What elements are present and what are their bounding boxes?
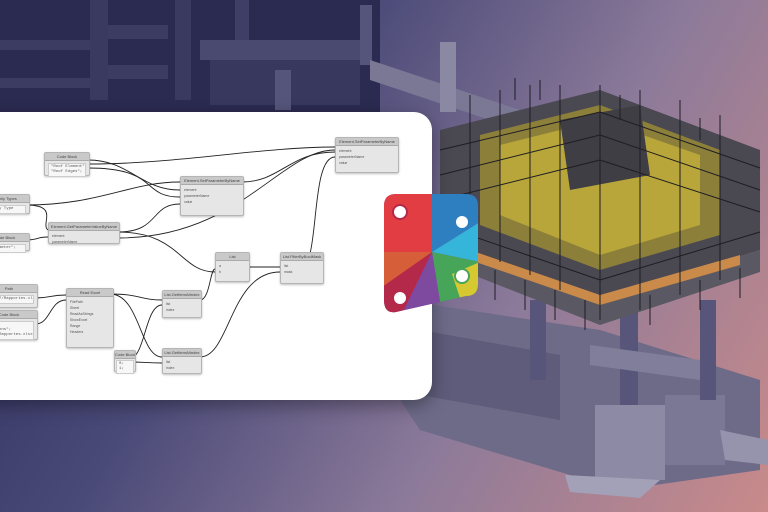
code-block-text[interactable]: "Parameter"; bbox=[0, 244, 26, 253]
node-title: Code Block bbox=[0, 311, 37, 319]
dynamo-graph-panel: Code Block "Roof Element"; "Roof Edges";… bbox=[0, 112, 432, 400]
input-port[interactable]: ReadAsStrings bbox=[70, 312, 94, 316]
input-port[interactable]: value bbox=[339, 161, 348, 165]
wire bbox=[301, 156, 336, 268]
code-block-node[interactable]: Code Block "Parameter"; bbox=[0, 233, 30, 253]
input-port[interactable]: mask bbox=[284, 270, 293, 274]
element-set-parameter-node[interactable]: Element.SetParameterByName element param… bbox=[335, 137, 399, 173]
graph-wires bbox=[25, 146, 336, 364]
wire bbox=[87, 167, 181, 198]
family-types-node[interactable]: Family Types Family Type bbox=[0, 194, 30, 214]
wire bbox=[109, 293, 163, 301]
node-title: List bbox=[216, 253, 249, 261]
wire bbox=[25, 181, 181, 206]
input-port[interactable]: element bbox=[339, 149, 352, 153]
input-port[interactable]: list bbox=[166, 302, 171, 306]
input-port[interactable]: element bbox=[52, 234, 65, 238]
dynamo-logo-icon bbox=[384, 194, 478, 313]
list-create-node[interactable]: List a b bbox=[215, 252, 250, 282]
input-port[interactable]: Sheet bbox=[70, 306, 80, 310]
node-title: Element.GetParameterValueByName bbox=[49, 223, 119, 231]
input-port[interactable]: list bbox=[284, 264, 289, 268]
code-block-text[interactable]: "Roof Element"; "Roof Edges"; bbox=[48, 163, 86, 177]
input-port[interactable]: list bbox=[166, 360, 171, 364]
wire bbox=[25, 204, 49, 231]
read-excel-node[interactable]: Read Excel FilePath Sheet ReadAsStrings … bbox=[66, 288, 114, 348]
concrete-building-left bbox=[0, 0, 380, 112]
scaffold-lines bbox=[439, 78, 761, 330]
node-title: Element.SetParameterByName bbox=[336, 138, 398, 146]
input-port[interactable]: parameterName bbox=[52, 240, 78, 244]
node-title: Code Block bbox=[115, 351, 135, 359]
input-port[interactable]: a bbox=[219, 264, 221, 268]
input-port[interactable]: FilePath bbox=[70, 300, 83, 304]
wire bbox=[199, 271, 281, 358]
node-title: List.GetItemAtIndex bbox=[163, 349, 201, 357]
input-port[interactable]: index bbox=[166, 366, 175, 370]
input-port[interactable]: element bbox=[184, 188, 197, 192]
wire bbox=[35, 299, 67, 325]
input-port[interactable]: ShowExcel bbox=[70, 318, 88, 322]
wire bbox=[117, 203, 181, 233]
input-port[interactable]: value bbox=[184, 200, 193, 204]
input-port[interactable]: parameterName bbox=[339, 155, 365, 159]
list-get-item-node[interactable]: List.GetItemAtIndex list index bbox=[162, 290, 202, 318]
node-title: List.FilterByBoolMask bbox=[281, 253, 323, 261]
code-block-node[interactable]: Code Block "Roof Element"; "Roof Edges"; bbox=[44, 152, 90, 177]
list-get-item-node[interactable]: List.GetItemAtIndex list index bbox=[162, 348, 202, 374]
code-block-node[interactable]: Code Block 0; 1; bbox=[114, 350, 136, 374]
file-path-node[interactable]: Path ...dxf/Rapportes.xlsx bbox=[0, 284, 38, 308]
input-port[interactable]: Range bbox=[70, 324, 81, 328]
node-title: Element.SetParameterByName bbox=[181, 177, 243, 185]
wire bbox=[117, 231, 216, 273]
input-port[interactable]: Headers bbox=[70, 330, 84, 334]
code-block-text[interactable]: 0; "Lessons"; "PathRapportes.xlsx"; bbox=[0, 321, 34, 340]
list-filter-node[interactable]: List.FilterByBoolMask list mask bbox=[280, 252, 324, 284]
node-title: List.GetItemAtIndex bbox=[163, 291, 201, 299]
code-block-text[interactable]: 0; 1; bbox=[116, 360, 134, 374]
node-title: Family Types bbox=[0, 195, 29, 203]
family-type-dropdown[interactable]: Family Type bbox=[0, 205, 26, 214]
input-port[interactable]: parameterName bbox=[184, 194, 210, 198]
wire bbox=[35, 294, 67, 299]
code-block-node[interactable]: Code Block 0; "Lessons"; "PathRapportes.… bbox=[0, 310, 38, 340]
node-title: Path bbox=[0, 285, 37, 293]
input-port[interactable]: index bbox=[166, 308, 175, 312]
node-title: Read Excel bbox=[67, 289, 113, 297]
concrete-base bbox=[400, 295, 768, 498]
node-title: Code Block bbox=[45, 153, 89, 161]
file-path-value[interactable]: ...dxf/Rapportes.xlsx bbox=[0, 295, 34, 304]
input-port[interactable]: b bbox=[219, 270, 221, 274]
element-get-parameter-node[interactable]: Element.GetParameterValueByName element … bbox=[48, 222, 120, 244]
element-set-parameter-node[interactable]: Element.SetParameterByName element param… bbox=[180, 176, 244, 216]
wire bbox=[109, 293, 163, 358]
floor-slab bbox=[370, 42, 520, 130]
wire bbox=[241, 151, 336, 183]
node-title: Code Block bbox=[0, 234, 29, 242]
wire bbox=[199, 268, 216, 301]
wire bbox=[87, 146, 336, 165]
